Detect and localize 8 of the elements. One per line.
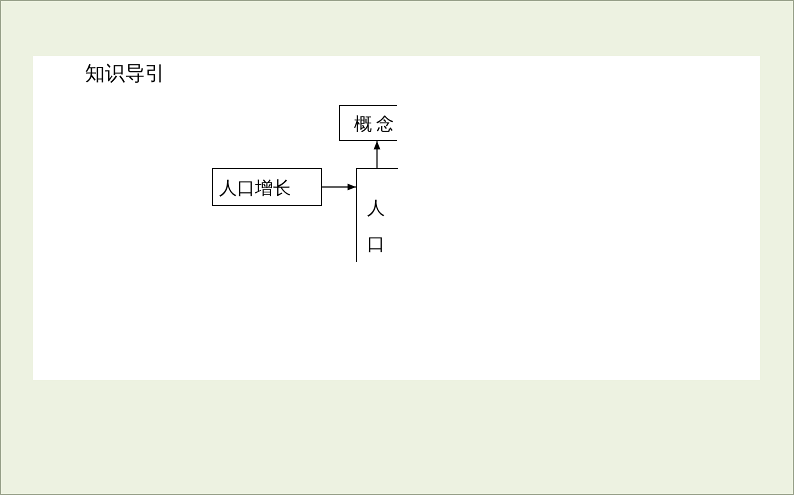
arrow <box>374 141 380 168</box>
node-label: 人口增长 <box>219 177 291 200</box>
node-label: 概念 <box>354 113 398 136</box>
arrow <box>322 184 356 190</box>
title: 知识导引 <box>85 60 165 87</box>
node-label: 人口 <box>367 197 385 257</box>
box <box>212 168 322 206</box>
box <box>339 105 397 141</box>
